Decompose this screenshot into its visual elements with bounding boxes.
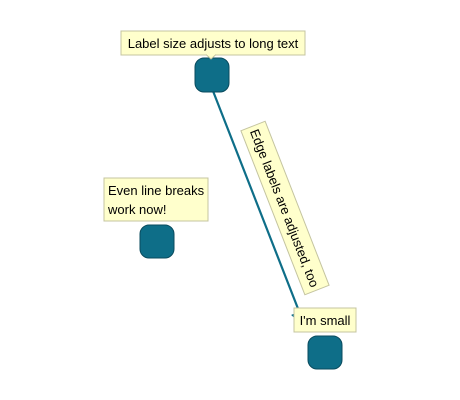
node-top-label-group: Label size adjusts to long text xyxy=(120,30,306,60)
node-left-label-line-2: work now! xyxy=(107,202,167,217)
edge-label-group: Edge labels are adjusted, too xyxy=(240,120,330,296)
node-top[interactable] xyxy=(194,57,230,93)
node-left-label-group: Even line breaks work now! xyxy=(103,177,209,222)
node-bottom-shape[interactable] xyxy=(307,335,343,370)
node-top-label-text: Label size adjusts to long text xyxy=(128,36,299,51)
node-bottom-label-group: I'm small xyxy=(293,307,357,333)
node-top-label-box xyxy=(120,30,306,56)
node-left[interactable] xyxy=(139,224,175,259)
node-left-label-box xyxy=(103,177,209,222)
edge-label-box xyxy=(240,120,330,296)
node-top-label-pointer xyxy=(205,54,217,60)
node-left-label-line-1: Even line breaks xyxy=(108,183,205,198)
edge-top-to-bottom[interactable] xyxy=(211,90,308,329)
node-bottom-label-box xyxy=(293,307,357,333)
node-bottom[interactable] xyxy=(307,335,343,370)
node-bottom-label-text: I'm small xyxy=(300,313,351,328)
node-left-shape[interactable] xyxy=(139,224,175,259)
node-top-shape[interactable] xyxy=(194,57,230,93)
